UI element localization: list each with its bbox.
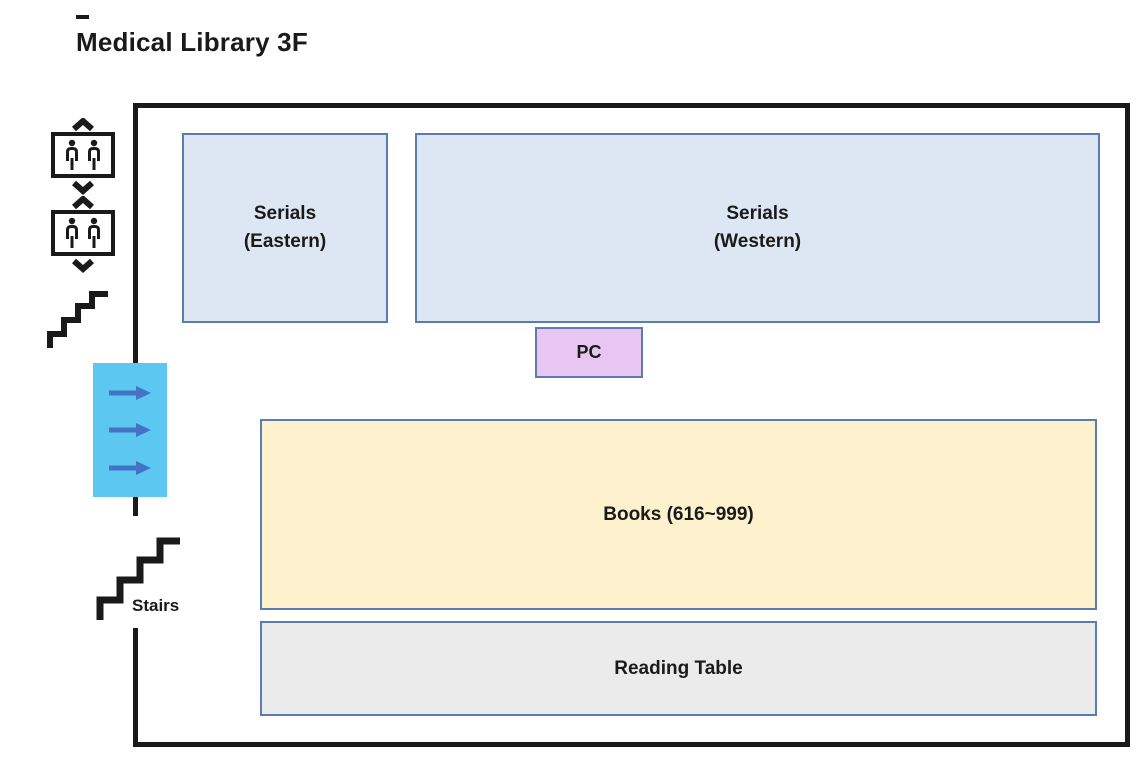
stairs-label: Stairs	[132, 596, 180, 615]
arrow-right-icon	[109, 460, 151, 475]
room-serials-eastern-label: Serials (Eastern)	[243, 203, 327, 252]
room-reading-table-label: Reading Table	[614, 657, 743, 679]
room-books: Books (616~999)	[260, 419, 1097, 610]
arrow-right-icon	[109, 423, 151, 437]
room-pc-label: PC	[576, 342, 602, 363]
room-books-label: Books (616~999)	[603, 503, 754, 525]
room-serials-western: Serials (Western)	[415, 133, 1100, 323]
arrow-right-icon	[109, 385, 151, 400]
room-serials-western-label: Serials (Western)	[713, 203, 802, 252]
entrance-box	[93, 363, 167, 497]
title-dash-mark	[76, 15, 89, 19]
wall-door-opening	[128, 516, 143, 628]
elevator-icon	[50, 116, 116, 200]
stairs-icon	[46, 286, 110, 350]
elevator-icon	[50, 194, 116, 278]
stairs-icon	[95, 528, 183, 622]
room-pc: PC	[535, 327, 643, 378]
room-serials-eastern: Serials (Eastern)	[182, 133, 388, 323]
room-reading-table: Reading Table	[260, 621, 1097, 716]
page-title: Medical Library 3F	[76, 27, 308, 57]
